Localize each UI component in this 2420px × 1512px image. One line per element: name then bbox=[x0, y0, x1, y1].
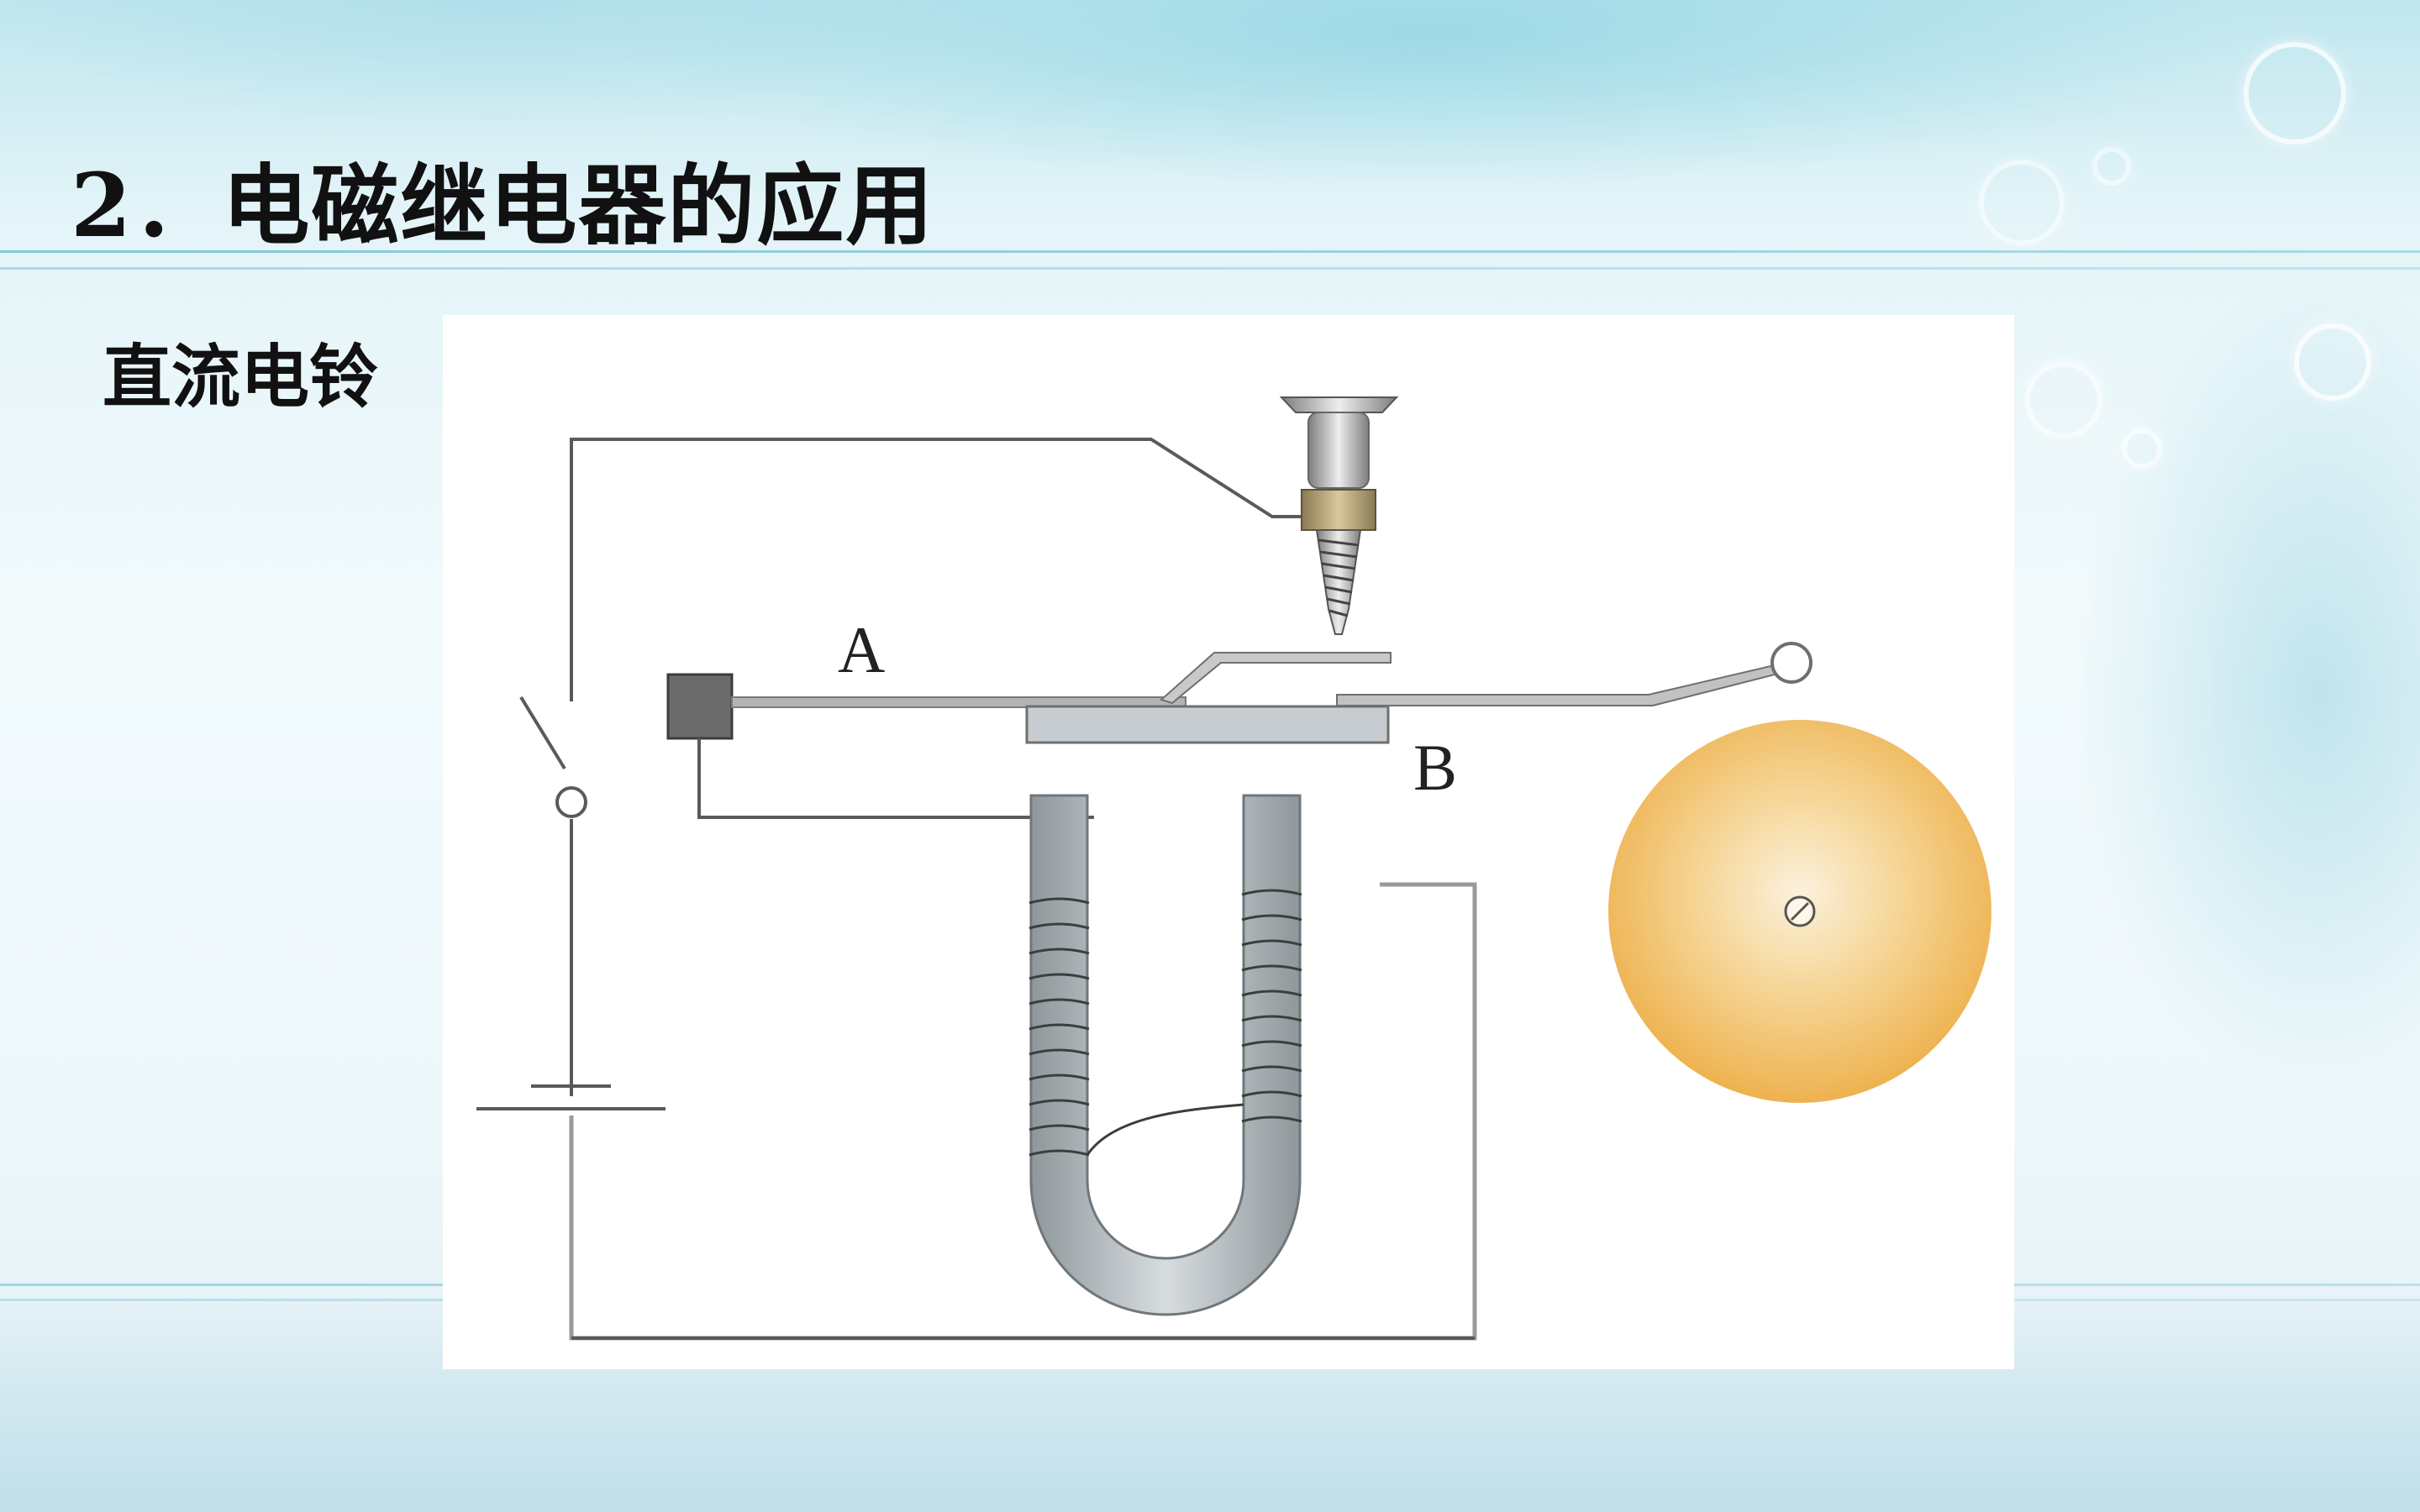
decorative-bubble bbox=[2092, 147, 2131, 186]
circuit-wire-top bbox=[570, 438, 1321, 701]
label-a: A bbox=[838, 613, 885, 686]
hammer-arm bbox=[1336, 662, 1786, 706]
decorative-bubble bbox=[2122, 428, 2162, 469]
section-subtitle: 直流电铃 bbox=[103, 337, 379, 417]
header-divider-line-secondary bbox=[0, 267, 2420, 270]
dc-bell-circuit-diagram: A B bbox=[476, 396, 1991, 1341]
coil-input-wire bbox=[697, 738, 1094, 819]
right-coil bbox=[1241, 889, 1302, 1123]
decorative-bubble bbox=[2244, 42, 2346, 144]
label-b: B bbox=[1413, 731, 1457, 804]
iron-armature-plate bbox=[1025, 705, 1390, 744]
u-shaped-iron-core bbox=[1029, 794, 1302, 1316]
bell-screw-slot bbox=[1790, 901, 1810, 921]
diagram-panel: A B bbox=[443, 315, 2014, 1369]
header-divider-line bbox=[0, 250, 2420, 253]
decorative-bubble bbox=[2294, 323, 2371, 401]
left-coil bbox=[1028, 897, 1090, 1157]
decorative-bubble bbox=[1979, 160, 2065, 245]
pivot-block bbox=[666, 673, 734, 740]
switch-contact bbox=[555, 786, 587, 818]
spring-contact-strip bbox=[1160, 652, 1392, 705]
decorative-bubble bbox=[2025, 361, 2102, 438]
coil-bridge-wire bbox=[1086, 1103, 1244, 1156]
adjustment-screw bbox=[1279, 396, 1399, 635]
switch-lever bbox=[519, 696, 566, 770]
hammer-ball bbox=[1770, 642, 1812, 684]
circuit-wire-bottom bbox=[569, 882, 1477, 1341]
armature-rod-a bbox=[731, 696, 1186, 708]
page-title: 2．电磁继电器的应用 bbox=[71, 154, 935, 257]
